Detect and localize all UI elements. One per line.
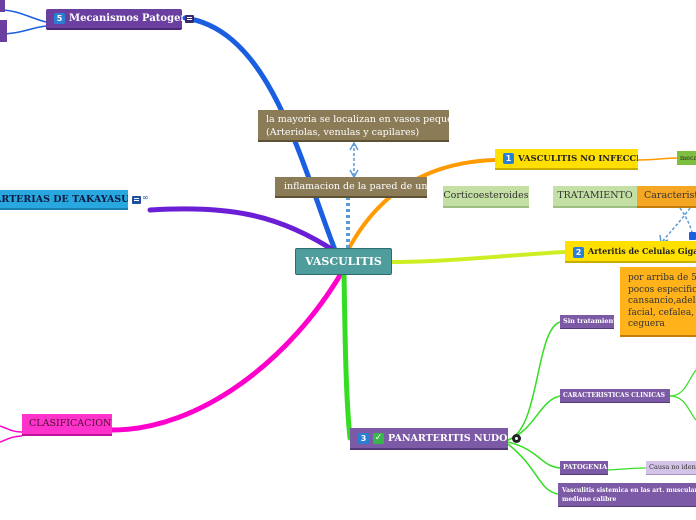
link-clasificacion-tail2 bbox=[0, 435, 23, 443]
node-label: Mecanismos Patogenicos bbox=[69, 13, 182, 24]
number-badge: 5 bbox=[54, 13, 65, 24]
node-label: VASCULITIS NO INFECCIOSA bbox=[518, 154, 638, 164]
link-caract-clinicas-right bbox=[669, 369, 696, 397]
root-label: VASCULITIS bbox=[305, 255, 382, 268]
node-tratamiento[interactable]: TRATAMIENTO bbox=[553, 186, 637, 208]
node-meca[interactable]: meca bbox=[677, 151, 696, 165]
node-inflamacion[interactable]: inflamacion de la pared de un vaso bbox=[275, 177, 427, 198]
sintoma-line: por arriba de 50 a bbox=[628, 273, 696, 283]
link-mecanismos bbox=[182, 15, 338, 253]
root-node-vasculitis[interactable]: VASCULITIS bbox=[295, 248, 392, 275]
node-mecanismos-patogenicos[interactable]: 5 Mecanismos Patogenicos bbox=[46, 9, 182, 30]
node-label-line2: mediano calibre bbox=[562, 496, 617, 503]
node-label: CARACTERISTICAS CLINICAS bbox=[563, 392, 665, 399]
dotted-arrow-up bbox=[349, 141, 359, 151]
node-label: Sin tratamiento bbox=[563, 317, 614, 325]
note-icon[interactable] bbox=[132, 196, 141, 204]
sintoma-line: cansancio,adelga bbox=[628, 296, 696, 306]
link-icon[interactable]: ∞ bbox=[142, 193, 149, 202]
node-arteritis-celulas-gigantes[interactable]: 2 Arteritis de Celulas Gigantes (de la bbox=[565, 241, 696, 263]
node-label: Caracteristic bbox=[644, 190, 696, 201]
node-label: Causa no identif bbox=[649, 463, 696, 471]
dotted-caract-arteritis-1 bbox=[661, 207, 691, 243]
link-takayasu bbox=[147, 206, 339, 255]
node-label: PANARTERITIS NUDOSA bbox=[388, 433, 508, 444]
node-causa-no-identificada[interactable]: Causa no identif bbox=[646, 461, 696, 475]
sintoma-line: pocos especificos bbox=[628, 284, 696, 295]
node-label: meca bbox=[680, 154, 696, 162]
connector-handle[interactable] bbox=[689, 232, 696, 240]
node-label: Corticoesteroides bbox=[443, 190, 529, 201]
link-patogenia bbox=[507, 441, 561, 469]
node-label: PATOGENIA bbox=[563, 463, 608, 471]
node-label: ARTERIAS DE TAKAYASU bbox=[0, 194, 128, 205]
node-panarteritis-nudosa[interactable]: 3 ✓ PANARTERITIS NUDOSA bbox=[350, 428, 508, 450]
node-caracteristicas-clinicas[interactable]: CARACTERISTICAS CLINICAS bbox=[560, 389, 670, 403]
offscreen-node-fragment[interactable] bbox=[0, 20, 7, 42]
node-sintomas-arteritis[interactable]: por arriba de 50 a pocos especificos can… bbox=[620, 267, 696, 337]
link-sistemica bbox=[507, 443, 559, 495]
node-vasculitis-sistemica[interactable]: Vasculitis sistemica en las art. muscula… bbox=[558, 483, 696, 507]
link-causa bbox=[607, 467, 647, 471]
number-badge: 3 bbox=[358, 433, 369, 444]
node-label-line1: Vasculitis sistemica en las art. muscula… bbox=[562, 487, 696, 494]
link-clasificacion-tail bbox=[0, 425, 23, 433]
link-panarteritis bbox=[341, 269, 353, 441]
node-patogenia[interactable]: PATOGENIA bbox=[560, 461, 608, 475]
link-sin-tratamiento bbox=[507, 321, 561, 441]
node-label: Arteritis de Celulas Gigantes (de la bbox=[588, 246, 696, 256]
node-vasculitis-no-infecciosa[interactable]: 1 VASCULITIS NO INFECCIOSA bbox=[495, 149, 638, 170]
checkmark-icon: ✓ bbox=[373, 433, 384, 444]
offscreen-node-fragment[interactable] bbox=[0, 0, 5, 12]
node-arterias-takayasu[interactable]: ARTERIAS DE TAKAYASU bbox=[0, 190, 128, 210]
link-arteritis bbox=[390, 250, 567, 264]
node-localizacion[interactable]: la mayoria se localizan en vasos pequeño… bbox=[258, 110, 449, 142]
node-label: CLASIFICACION bbox=[29, 418, 112, 429]
target-icon[interactable] bbox=[512, 434, 521, 443]
sintoma-line: facial, cefalea, di bbox=[628, 307, 696, 318]
note-icon[interactable] bbox=[185, 15, 194, 23]
number-badge: 2 bbox=[573, 246, 584, 258]
link-caract-clinicas-right2 bbox=[669, 395, 696, 421]
node-corticoesteroides[interactable]: Corticoesteroides bbox=[443, 186, 529, 208]
sintoma-line: ceguera bbox=[628, 319, 665, 329]
node-label-line1: la mayoria se localizan en vasos pequeño… bbox=[266, 114, 449, 125]
node-caracteristicas[interactable]: Caracteristic bbox=[637, 186, 696, 208]
number-badge: 1 bbox=[503, 153, 514, 164]
node-clasificacion[interactable]: CLASIFICACION bbox=[22, 414, 112, 436]
node-sin-tratamiento[interactable]: Sin tratamiento bbox=[560, 315, 614, 329]
link-clasificacion bbox=[109, 269, 345, 433]
node-label: inflamacion de la pared de un vaso bbox=[284, 181, 427, 192]
link-no-infecciosa-right bbox=[637, 157, 679, 161]
node-label: TRATAMIENTO bbox=[557, 190, 633, 201]
node-label-line2: (Arteriolas, venulas y capilares) bbox=[266, 127, 420, 138]
